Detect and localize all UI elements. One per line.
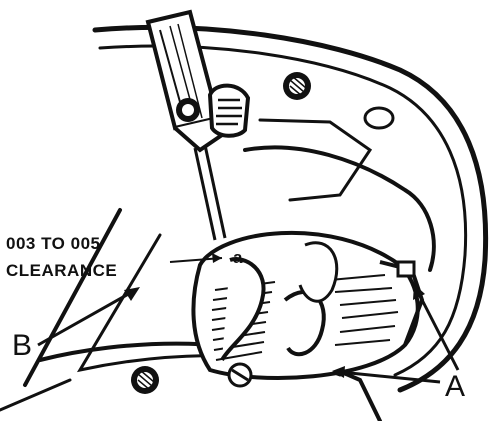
clearance-line-1: 003 TO 005 <box>6 234 100 253</box>
oval-opening <box>363 106 395 130</box>
label-b-arrow <box>37 287 140 347</box>
clearance-leader-arrow <box>169 253 223 263</box>
clearance-line-2: CLEARANCE <box>6 261 117 280</box>
needle-bar <box>145 9 225 153</box>
needle <box>193 144 227 241</box>
bed-screw-bottom <box>131 366 159 394</box>
gap-label: a <box>233 248 243 267</box>
needle-clamp-screw <box>207 83 251 138</box>
label-b: B <box>12 329 32 362</box>
bed-screw-top <box>283 72 311 100</box>
label-a: A <box>445 370 465 403</box>
shuttle <box>191 230 425 380</box>
shuttle-screw <box>227 362 253 388</box>
label-a-arrow-lower <box>332 366 441 384</box>
label-a-arrow-upper <box>413 284 460 371</box>
